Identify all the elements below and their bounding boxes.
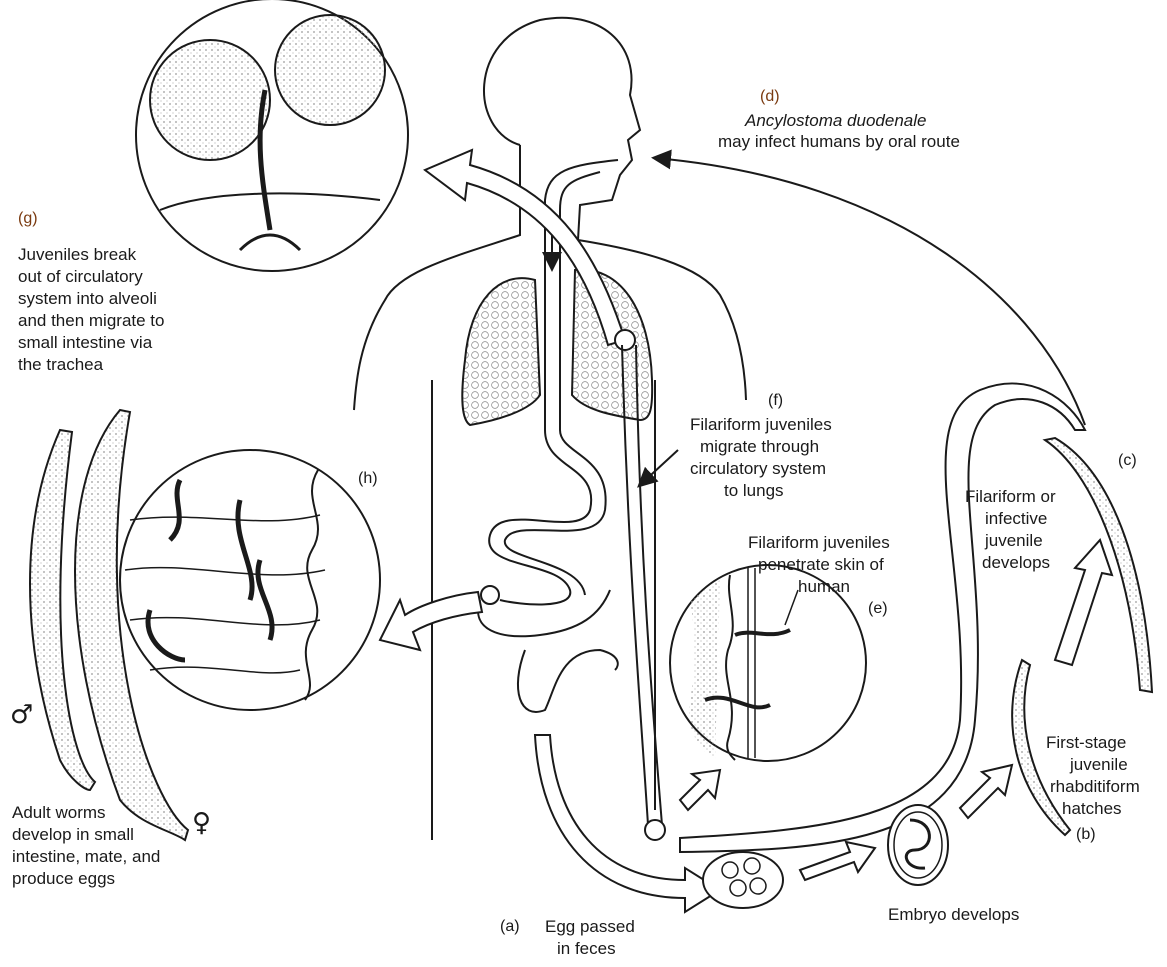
label-c-line-2: infective (985, 508, 1047, 529)
label-b-line-3: rhabditiform (1050, 776, 1140, 797)
intestine (478, 430, 618, 712)
label-g-line-1: Juveniles break (18, 244, 136, 265)
label-e-letter: (e) (868, 600, 888, 618)
label-a-line-1: Egg passed (545, 916, 635, 937)
label-c-line-3: juvenile (985, 530, 1043, 551)
label-b-line-2: juvenile (1070, 754, 1128, 775)
label-h-letter: (h) (358, 470, 378, 488)
label-f-letter: (f) (768, 392, 783, 410)
intestine-wall-magnified (120, 450, 380, 710)
egg-icon (703, 852, 783, 908)
label-b-line-4: hatches (1062, 798, 1122, 819)
label-adult-line-2: develop in small (12, 824, 134, 845)
label-g-line-5: small intestine via (18, 332, 152, 353)
label-g-line-4: and then migrate to (18, 310, 164, 331)
label-g-line-6: the trachea (18, 354, 103, 375)
label-adult-line-3: intestine, mate, and (12, 846, 160, 867)
label-a-line-2: in feces (557, 938, 616, 959)
label-g-line-3: system into alveoli (18, 288, 157, 309)
label-adult-line-1: Adult worms (12, 802, 106, 823)
feces-arrow (535, 735, 720, 912)
label-f-line-4: to lungs (724, 480, 784, 501)
label-f-line-2: migrate through (700, 436, 819, 457)
label-g-line-2: out of circulatory (18, 266, 143, 287)
label-d-text: may infect humans by oral route (718, 131, 960, 152)
label-f-line-3: circulatory system (690, 458, 826, 479)
label-f-line-1: Filariform juveniles (690, 414, 832, 435)
label-c-line-1: Filariform or (965, 486, 1056, 507)
label-e-line-3: human (798, 576, 850, 597)
label-c-letter: (c) (1118, 452, 1137, 470)
label-embryo: Embryo develops (888, 904, 1019, 925)
label-b-letter: (b) (1076, 826, 1096, 844)
label-d-letter: (d) (760, 88, 780, 106)
label-a-letter: (a) (500, 918, 520, 936)
label-b-line-1: First-stage (1046, 732, 1126, 753)
label-c-line-4: develops (982, 552, 1050, 573)
label-d-italic: Ancylostoma duodenale (745, 110, 926, 131)
label-e-line-1: Filariform juveniles (748, 532, 890, 553)
alveoli-magnified (136, 0, 408, 271)
male-symbol-icon: ♂ (10, 700, 33, 730)
female-symbol-icon: ♀ (192, 808, 211, 838)
embryo-egg-icon (888, 805, 948, 885)
label-e-line-2: penetrate skin of (758, 554, 884, 575)
label-g-letter: (g) (18, 210, 38, 228)
label-adult-line-4: produce eggs (12, 868, 115, 889)
